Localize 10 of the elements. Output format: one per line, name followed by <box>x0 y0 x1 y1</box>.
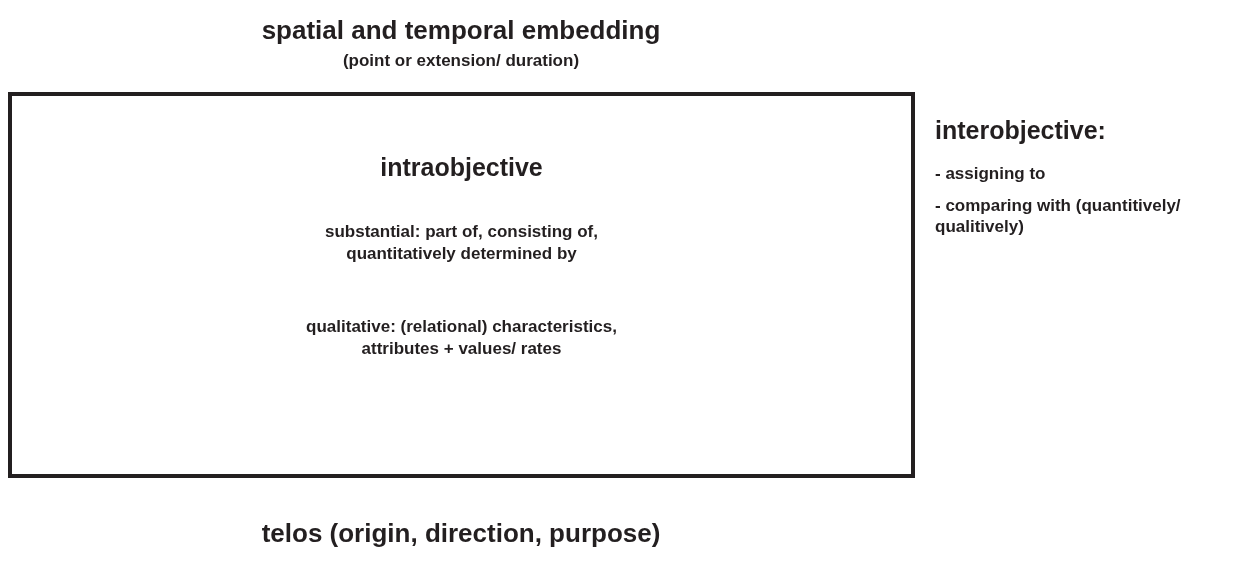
body-text: qualitative: (relational) characteristics, attributes + values/ rates <box>305 316 618 361</box>
list-item-text: - comparing with (quantitively/ qualitively) <box>935 195 1182 238</box>
title-text: spatial and temporal embedding <box>260 14 662 47</box>
heading-text: interobjective: <box>935 115 1107 146</box>
footer-text: telos (origin, direction, purpose) <box>260 517 662 550</box>
heading-text: intraobjective <box>379 152 544 183</box>
list-item-text: - assigning to <box>935 163 1047 185</box>
subtitle-text: (point or extension/ duration) <box>341 50 581 72</box>
body-text: substantial: part of, consisting of, quantitatively determined by <box>324 221 599 266</box>
content-box <box>8 92 915 478</box>
